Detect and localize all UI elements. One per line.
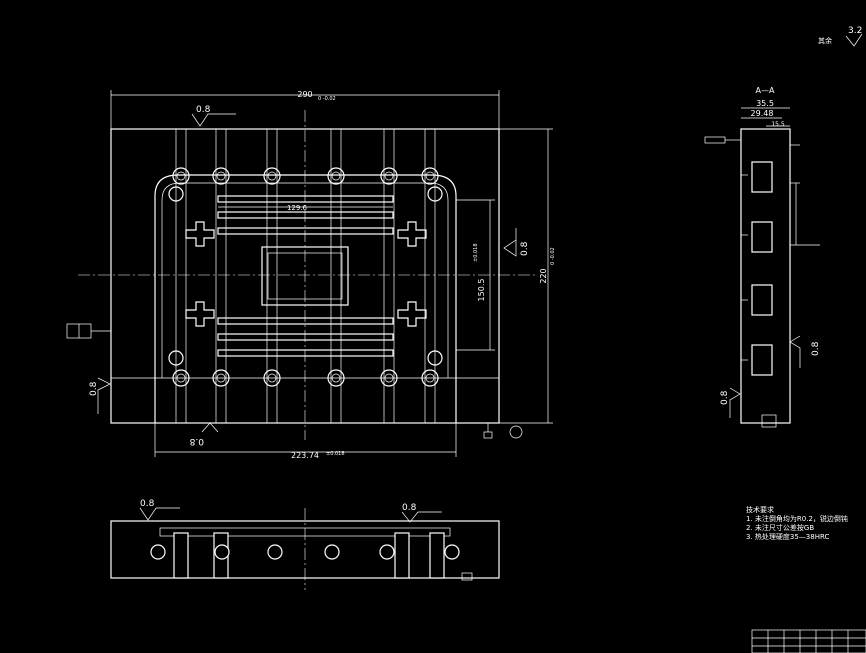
roughness-section-left: 0.8 xyxy=(720,387,741,418)
section-view: A—A 35.5 29.48 15.5 0.8 xyxy=(704,86,821,428)
plate-outline xyxy=(110,128,500,424)
center-dim-tol: ±0.018 xyxy=(473,243,479,262)
svg-text:0.8: 0.8 xyxy=(89,381,99,396)
datum-bottom-right xyxy=(483,423,523,439)
dimension-lines xyxy=(110,90,553,457)
roughness-elevation-left: 0.8 xyxy=(139,499,180,521)
elevation-view: 0.8 0.8 xyxy=(110,499,500,590)
bottom-width-tol: ±0.018 xyxy=(326,451,345,457)
center-cavity xyxy=(261,246,349,306)
top-width-tol: 0 -0.02 xyxy=(318,96,336,102)
svg-text:3.2: 3.2 xyxy=(848,26,862,36)
section-label: A—A xyxy=(756,86,775,95)
title-block xyxy=(751,629,866,653)
svg-text:0.8: 0.8 xyxy=(811,341,821,356)
section-body xyxy=(740,128,791,424)
center-dim: 150.5 xyxy=(477,279,486,302)
datum-left xyxy=(66,323,111,339)
svg-text:0.8: 0.8 xyxy=(720,390,730,405)
upper-slots xyxy=(217,195,394,235)
bottom-width-dim: 223.74 xyxy=(291,451,319,460)
plan-view: 290 0 -0.02 220 0 -0.02 223.74 ±0.018 15… xyxy=(66,90,556,460)
vertical-channels xyxy=(172,129,439,423)
section-w1: 35.5 xyxy=(756,99,774,108)
corner-holes xyxy=(168,186,443,366)
svg-text:0.8: 0.8 xyxy=(520,241,530,256)
svg-text:0.8: 0.8 xyxy=(140,499,155,509)
roughness-section-right: 0.8 xyxy=(789,335,821,368)
section-w2: 29.48 xyxy=(751,109,774,118)
roughness-left: 0.8 xyxy=(89,377,111,414)
roughness-elevation-right: 0.8 xyxy=(401,503,442,523)
note-line-3: 3. 热处理硬度35—38HRC xyxy=(746,533,830,541)
notes-title: 技术要求 xyxy=(746,506,774,514)
svg-text:0.8: 0.8 xyxy=(189,436,204,446)
section-w3: 15.5 xyxy=(771,121,785,128)
roughness-right: 0.8 xyxy=(503,228,530,257)
note-line-1: 1. 未注倒角均为R0.2，锐边倒钝 xyxy=(746,515,848,523)
lower-slots xyxy=(217,317,394,357)
roughness-bottom: 0.8 xyxy=(189,422,219,446)
roughness-top: 0.8 xyxy=(191,105,236,127)
top-width-dim: 290 xyxy=(297,90,312,99)
technical-notes: 技术要求 1. 未注倒角均为R0.2，锐边倒钝 2. 未注尺寸公差按GB 3. … xyxy=(746,506,848,542)
svg-text:0.8: 0.8 xyxy=(196,105,211,115)
note-line-2: 2. 未注尺寸公差按GB xyxy=(746,524,815,532)
t-locators xyxy=(185,221,427,327)
corner-roughness: 3.2 其余 xyxy=(818,26,862,47)
svg-text:其余: 其余 xyxy=(818,36,832,45)
inner-dim: 129.6 xyxy=(287,204,308,212)
svg-text:0.8: 0.8 xyxy=(402,503,417,513)
right-height-tol: 0 -0.02 xyxy=(550,247,556,265)
right-height-dim: 220 xyxy=(539,268,548,283)
